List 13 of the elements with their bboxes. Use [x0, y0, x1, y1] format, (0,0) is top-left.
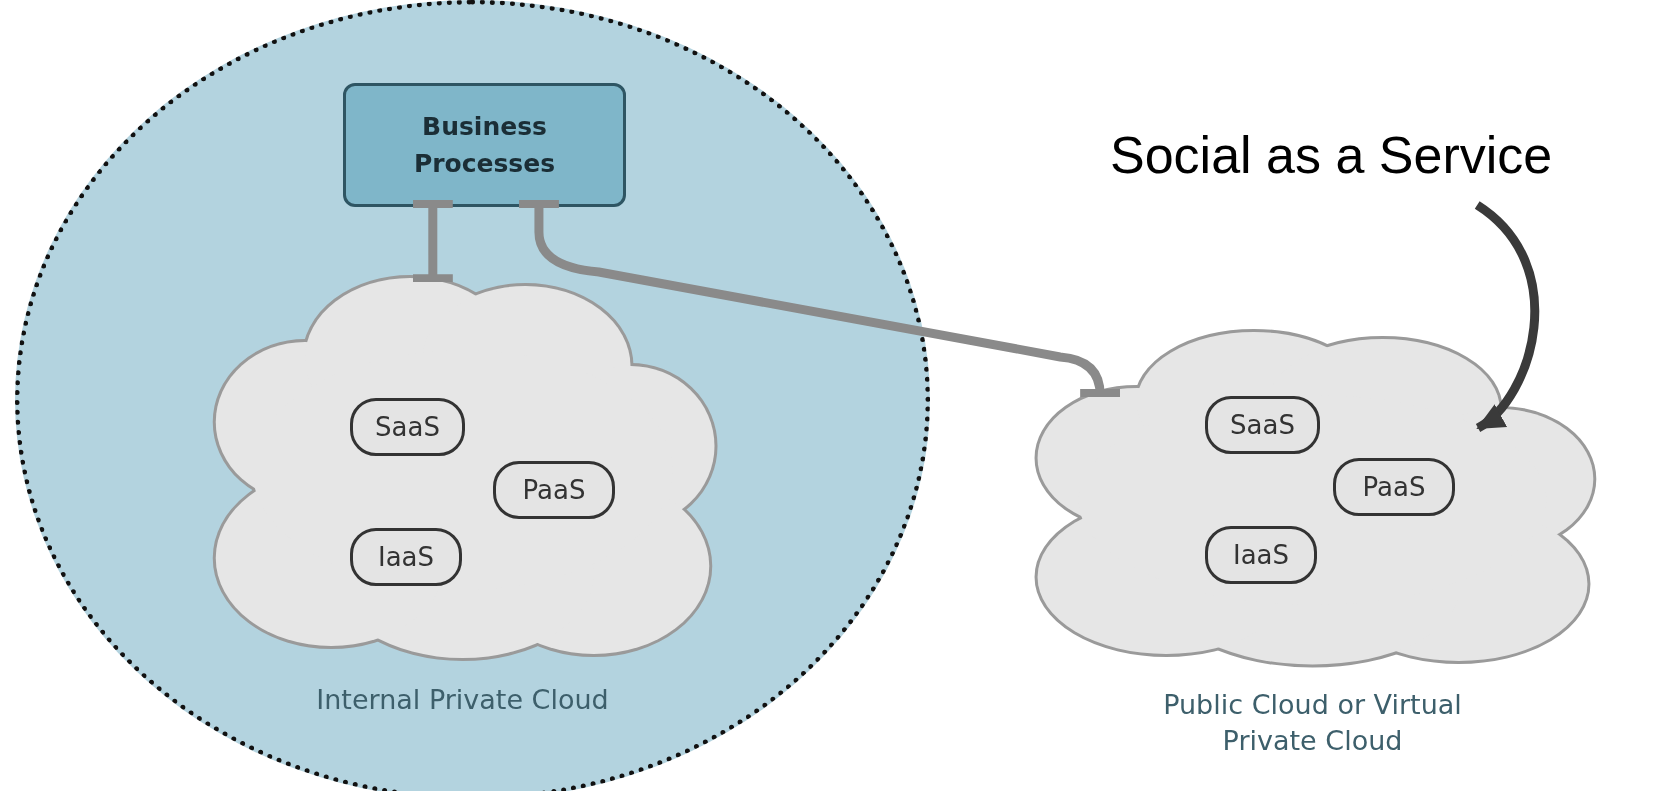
- process-box: Business Processes: [343, 83, 626, 207]
- annotation-text: Social as a Service: [1110, 125, 1650, 205]
- connector-line: [518, 200, 1121, 398]
- service-pill: SaaS: [350, 398, 465, 456]
- cloud-caption: Internal Private Cloud: [315, 683, 610, 717]
- connector-line: [412, 200, 453, 283]
- service-pill: PaaS: [493, 461, 615, 519]
- service-pill: SaaS: [1205, 396, 1320, 454]
- service-pill: IaaS: [1205, 526, 1317, 584]
- curved-arrow: [1474, 201, 1540, 432]
- service-pill: PaaS: [1333, 458, 1455, 516]
- service-pill: IaaS: [350, 528, 462, 586]
- cloud-caption: Public Cloud or Virtual Private Cloud: [1162, 688, 1463, 759]
